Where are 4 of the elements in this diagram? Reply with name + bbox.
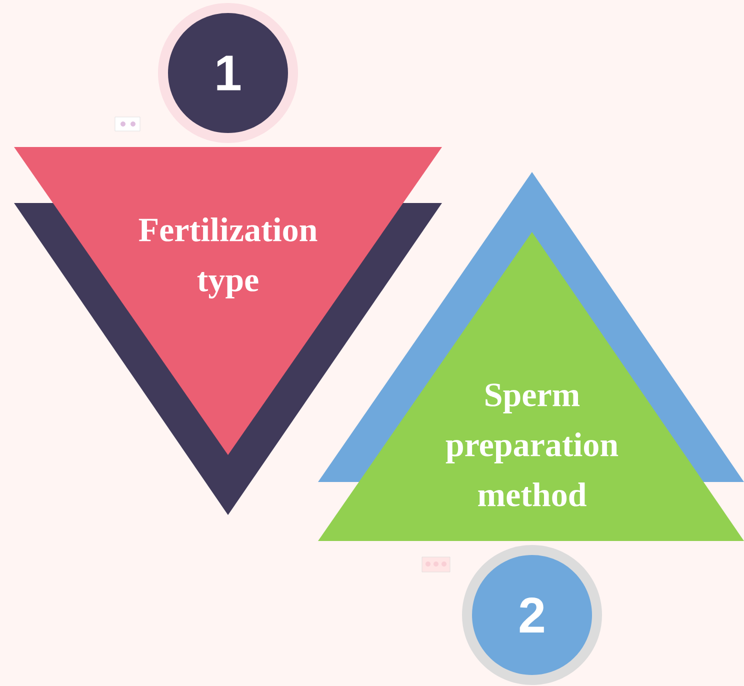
node-label: method <box>478 482 586 506</box>
number-badge: 1 <box>158 3 298 143</box>
triangle-panel: Sperm preparation method <box>318 172 744 541</box>
number-badge: 2 <box>462 545 602 685</box>
